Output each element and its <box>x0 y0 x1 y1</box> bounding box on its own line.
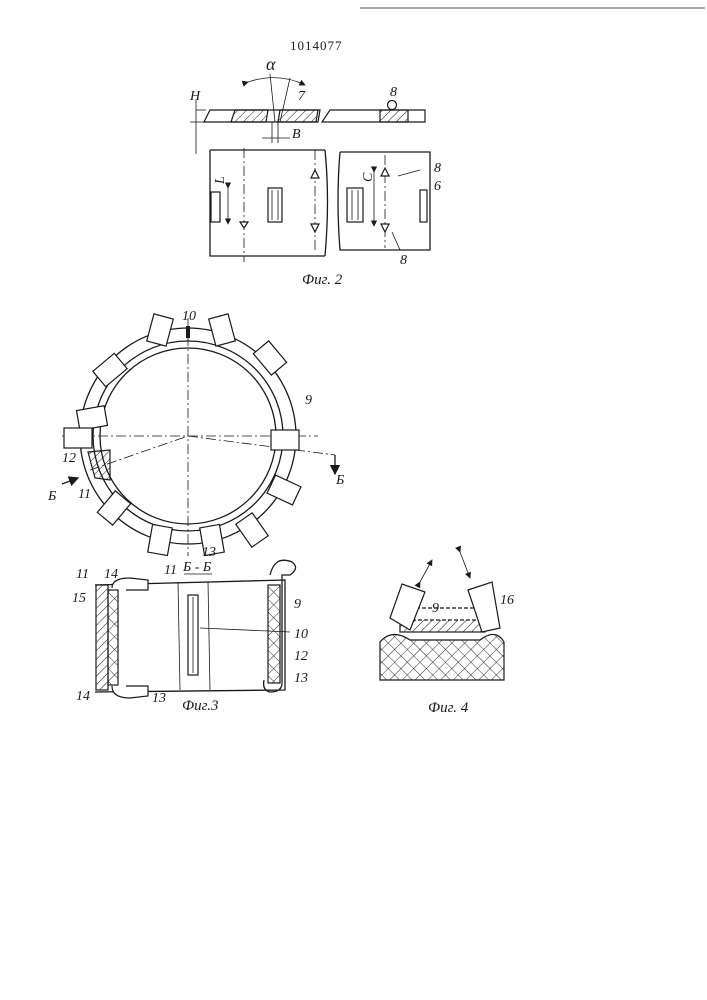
ring-section-arrow-left <box>62 478 78 484</box>
fig3-left-wall-15 <box>96 585 108 690</box>
fig2-leader-8-bot <box>392 232 400 250</box>
ring-hatched-segment <box>88 450 110 480</box>
ring-tab <box>236 513 268 547</box>
fig2-label-h: Н <box>189 89 201 104</box>
fig2-strip-right <box>322 110 425 122</box>
patent-number: 1014077 <box>290 38 343 53</box>
fig2-hatch-left-a <box>231 110 268 122</box>
fig3-label-10: 10 <box>294 627 308 642</box>
fig2-label-b: В <box>292 127 301 142</box>
ring-tab <box>76 406 107 431</box>
fig2-hatch-right <box>380 110 408 122</box>
ring-label-12: 12 <box>62 451 76 466</box>
fig2-label-8-mid: 8 <box>434 161 441 176</box>
ring-tab <box>253 341 286 375</box>
fig2-label-6: 6 <box>434 179 441 194</box>
fig2-label-8-bottom: 8 <box>400 253 407 268</box>
ring-section-label-right: Б <box>335 473 344 488</box>
fig3-left-liner-14 <box>108 590 118 685</box>
fig4-arrow-right <box>460 552 470 578</box>
fig3-clip-bottom-13 <box>112 686 148 698</box>
fig2-slot-c <box>347 188 363 222</box>
fig2-label-8-top: 8 <box>390 85 397 100</box>
ring-label-13: 13 <box>202 545 216 560</box>
fig4-caption: Фиг. 4 <box>428 700 469 716</box>
fig4-base <box>380 634 504 680</box>
fig2-alpha-arc <box>248 78 305 85</box>
fig2-slot-b <box>268 188 282 222</box>
fig2-slot-a <box>211 192 220 222</box>
ring-tab <box>271 430 299 450</box>
fig3-label-15: 15 <box>72 591 86 606</box>
fig4-arrow-left <box>420 560 432 582</box>
fig2-hatch-left-b <box>278 110 318 122</box>
fig2-triangle-4 <box>381 168 389 176</box>
ring-tab <box>97 491 130 525</box>
ring-section-line-right <box>188 436 335 455</box>
figure-4: 9 16 Фиг. 4 <box>380 552 514 716</box>
figure-ring: 10 9 12 11 13 Б Б <box>47 309 344 560</box>
fig2-label-7: 7 <box>298 89 306 104</box>
fig2-triangle-3 <box>240 222 248 228</box>
ring-label-11: 11 <box>78 487 91 502</box>
figure-3: Б - Б 11 14 15 14 13 11 9 10 12 13 Фиг.3 <box>72 560 308 714</box>
fig3-label-12: 12 <box>294 649 308 664</box>
figure-2: α 7 8 Н В L С 8 6 <box>189 54 441 288</box>
fig3-label-13-left: 13 <box>152 691 166 706</box>
ring-label-9: 9 <box>305 393 312 408</box>
fig3-label-14-bottom: 14 <box>76 689 90 704</box>
fig2-label-l: L <box>213 176 228 185</box>
fig2-leader-8-mid <box>398 170 420 176</box>
fig3-stripe-1 <box>178 582 180 690</box>
fig4-label-16: 16 <box>500 593 514 608</box>
fig4-label-9: 9 <box>432 601 439 616</box>
fig2-label-c: С <box>361 172 376 182</box>
ring-tab <box>209 314 236 346</box>
fig3-right-liner-12 <box>268 585 280 683</box>
fig2-triangle-5 <box>381 224 389 232</box>
ring-label-10: 10 <box>182 309 196 324</box>
fig2-label-alpha: α <box>266 54 276 74</box>
fig2-caption: Фиг. 2 <box>302 272 343 288</box>
ring-tab <box>147 314 174 346</box>
ring-tab <box>93 353 127 386</box>
ring-tab <box>64 428 92 448</box>
fig2-triangle-1 <box>311 170 319 178</box>
fig3-label-13-right: 13 <box>294 671 308 686</box>
fig2-ridge-8 <box>388 101 397 110</box>
fig3-section-title: Б - Б <box>182 560 211 575</box>
fig2-triangle-2 <box>311 224 319 232</box>
ring-tab <box>148 524 173 555</box>
fig3-label-9: 9 <box>294 597 301 612</box>
ring-marker-10 <box>186 326 190 338</box>
fig3-label-11-mid: 11 <box>164 563 177 578</box>
fig3-stripe-2 <box>208 582 210 690</box>
fig3-caption: Фиг.3 <box>182 698 218 714</box>
fig2-slot-d <box>420 190 427 222</box>
ring-section-label-left: Б <box>47 489 56 504</box>
fig3-label-14-top: 14 <box>104 567 118 582</box>
fig3-label-11-left: 11 <box>76 567 89 582</box>
